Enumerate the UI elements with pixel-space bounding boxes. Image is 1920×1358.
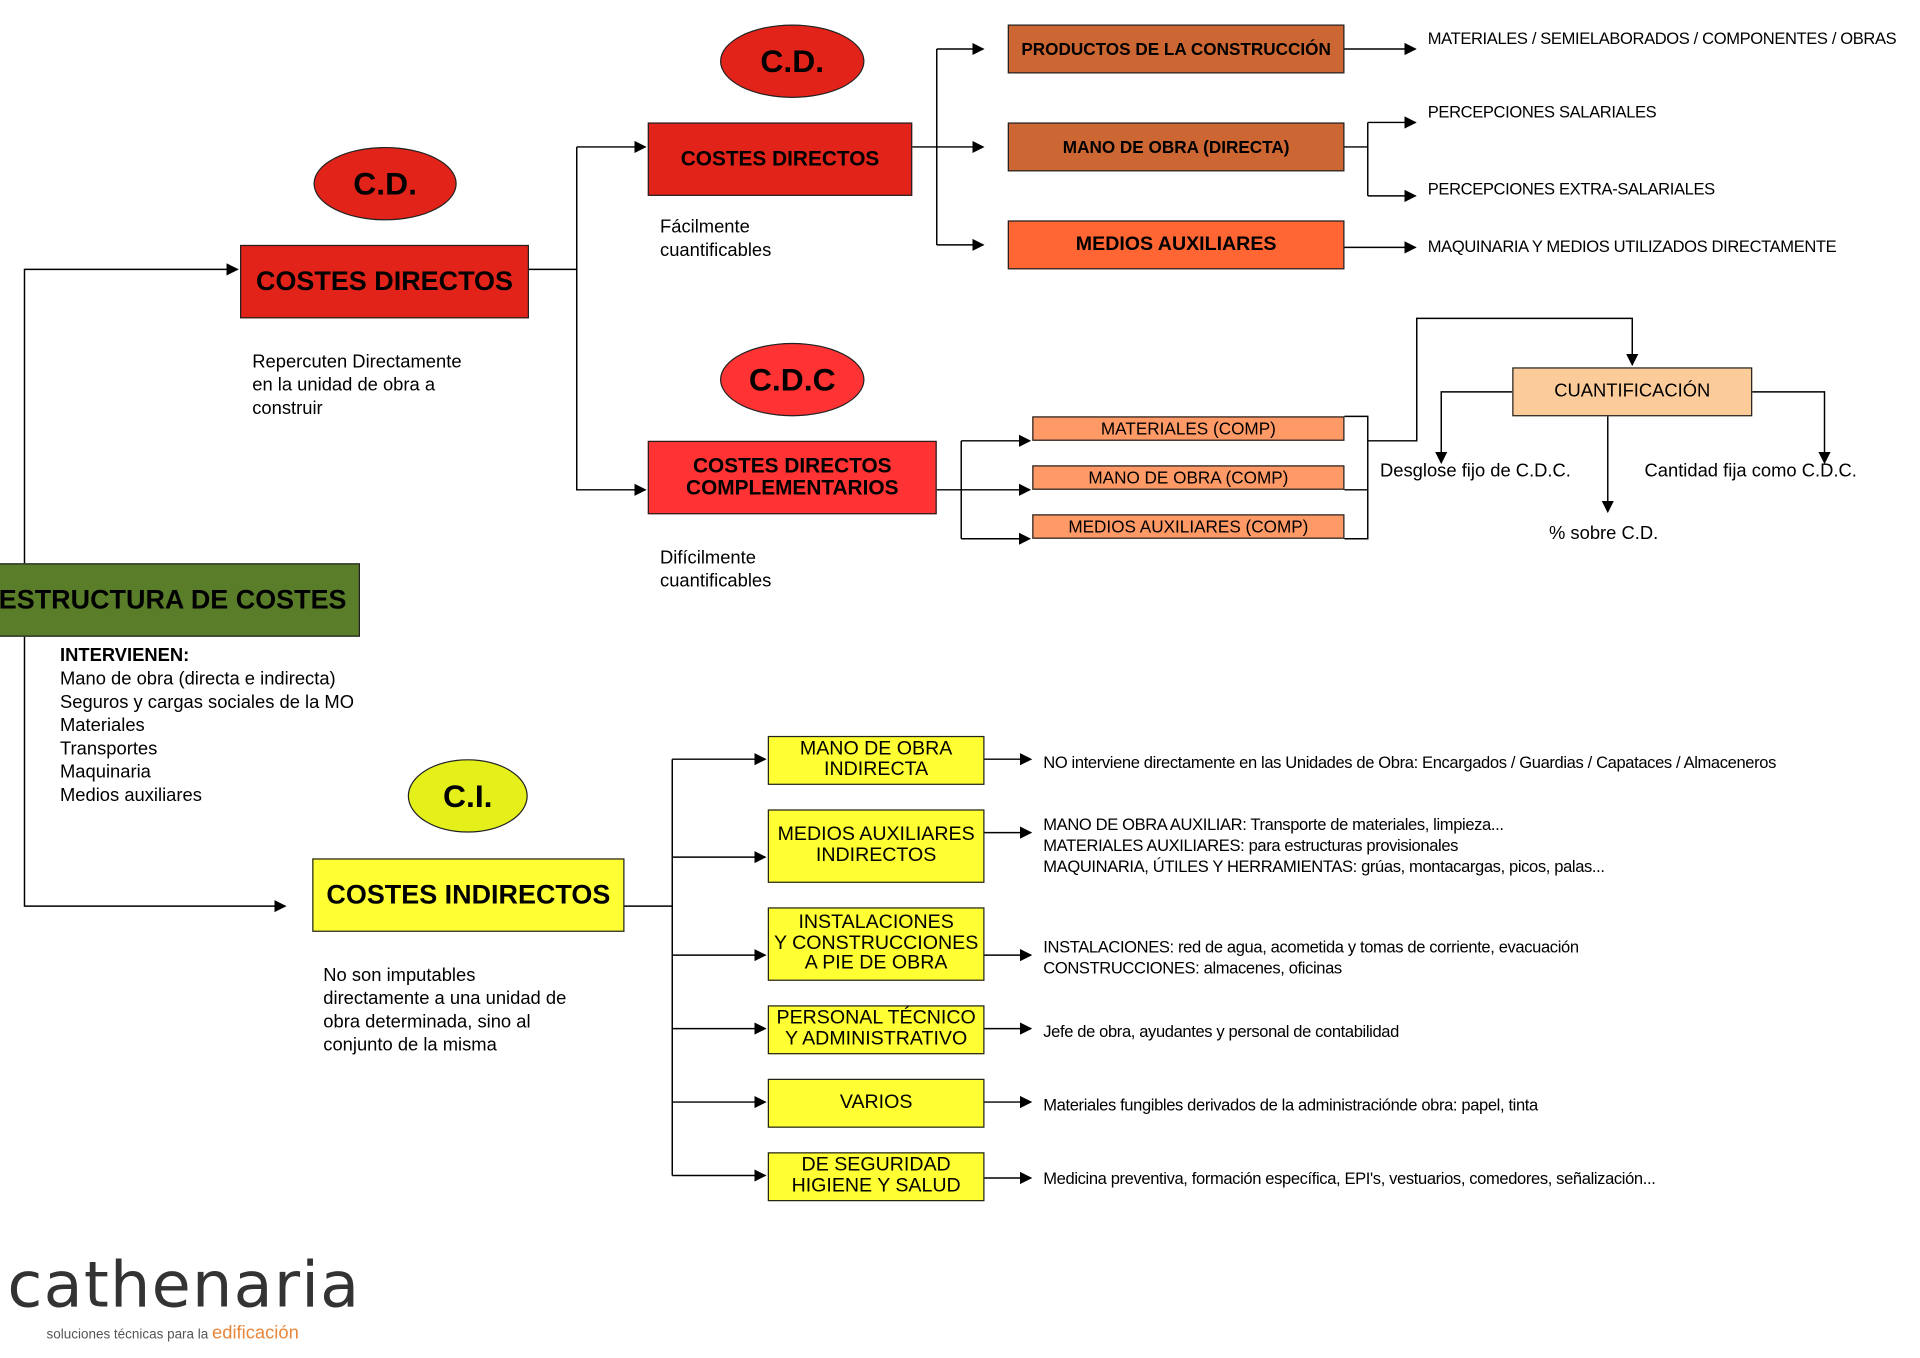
productos-box: PRODUCTOS DE LA CONSTRUCCIÓN: [1007, 24, 1345, 74]
materiales-comp-box: MATERIALES (COMP): [1032, 416, 1345, 441]
detail-text: INSTALACIONES: red de agua, acometida y …: [1043, 937, 1579, 978]
detail-text: Medicina preventiva, formación específic…: [1043, 1169, 1656, 1188]
ci-badge: C.I.: [407, 759, 528, 833]
mano-obra-directa-box: MANO DE OBRA (DIRECTA): [1007, 122, 1345, 172]
list-item: Maquinaria: [60, 761, 151, 783]
intervienen-list: INTERVIENEN: Mano de obra (directa e ind…: [60, 644, 354, 807]
list-item: Materiales: [60, 715, 145, 736]
cuantificacion-box: CUANTIFICACIÓN: [1512, 367, 1753, 417]
detail-text: PERCEPCIONES EXTRA-SALARIALES: [1427, 180, 1715, 199]
quant-option: Desglose fijo de C.D.C.: [1380, 460, 1571, 482]
costes-indirectos-box: COSTES INDIRECTOS: [312, 858, 625, 932]
costes-directos-box: COSTES DIRECTOS: [240, 244, 529, 319]
costes-directos-box-2: COSTES DIRECTOS: [647, 122, 913, 196]
ci-item-varios: VARIOS: [767, 1078, 985, 1128]
quant-option: Cantidad fija como C.D.C.: [1644, 460, 1857, 482]
list-item: Mano de obra (directa e indirecta): [60, 668, 336, 690]
detail-text: Jefe de obra, ayudantes y personal de co…: [1043, 1022, 1399, 1041]
intervienen-title: INTERVIENEN:: [60, 645, 190, 667]
detail-text: MATERIALES / SEMIELABORADOS / COMPONENTE…: [1427, 29, 1897, 48]
detail-text: PERCEPCIONES SALARIALES: [1427, 102, 1657, 122]
cd-badge: C.D.: [313, 146, 457, 221]
list-item: Transportes: [60, 738, 158, 760]
detail-text: NO interviene directamente en las Unidad…: [1043, 753, 1777, 772]
detail-text: MANO DE OBRA AUXILIAR: Transporte de mat…: [1043, 815, 1605, 876]
list-item: Medios auxiliares: [60, 784, 202, 806]
list-item: Seguros y cargas sociales de la MO: [60, 691, 355, 713]
medios-auxiliares-comp-box: MEDIOS AUXILIARES (COMP): [1032, 514, 1345, 539]
medios-auxiliares-box: MEDIOS AUXILIARES: [1007, 220, 1345, 270]
detail-text: MAQUINARIA Y MEDIOS UTILIZADOS DIRECTAME…: [1427, 237, 1837, 256]
estructura-de-costes-box: ESTRUCTURA DE COSTES: [0, 563, 361, 637]
mano-obra-comp-box: MANO DE OBRA (COMP): [1032, 465, 1345, 490]
cathenaria-logo: cathenaria soluciones técnicas para la e…: [7, 1248, 361, 1344]
detail-text: Materiales fungibles derivados de la adm…: [1043, 1095, 1538, 1115]
quant-option: % sobre C.D.: [1548, 522, 1659, 544]
cd-badge-2: C.D.: [720, 24, 865, 98]
cdc-badge: C.D.C: [720, 342, 865, 417]
